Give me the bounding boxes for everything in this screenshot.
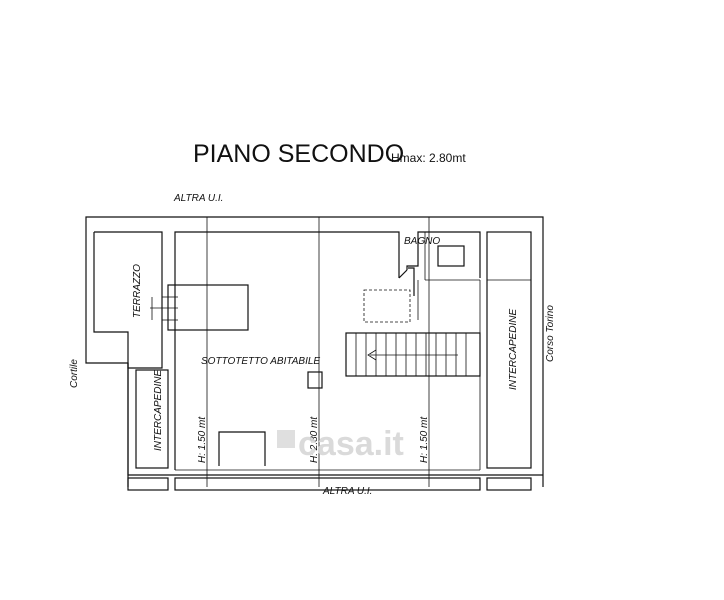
bottom-strip [174,477,481,491]
height-label-right: H: 1.50 mt [419,416,430,463]
label-cortile: Cortile [69,359,80,388]
terrazzo-area: TERRAZZO [93,231,178,369]
skylight-center [363,289,411,323]
height-section-lines [206,217,430,487]
label-bagno: BAGNO [404,236,440,247]
intercapedine-right: INTERCAPEDINE [486,231,532,491]
label-intercapedine-right: INTERCAPEDINE [508,309,519,390]
watermark-text: casa.it [298,425,404,463]
staircase [345,332,481,377]
label-terrazzo: TERRAZZO [132,264,143,318]
label-intercapedine-left: INTERCAPEDINE [153,370,164,451]
outer-walls [85,216,544,487]
label-altra-ui-top: ALTRA U.I. [173,193,223,204]
bagno-area: BAGNO [404,236,465,296]
intercapedine-left: INTERCAPEDINE [127,369,169,491]
label-sottotetto: SOTTOTETTO ABITABILE [201,356,320,367]
height-label-left: H: 1.50 mt [197,416,208,463]
bathtub [437,245,465,267]
plan-title: PIANO SECONDO [193,140,404,168]
height-label-center: H: 2.80 mt [309,416,320,463]
label-corso-torino: Corso Torino [545,305,556,362]
max-height-label: Hmax: 2.80mt [391,151,466,165]
watermark-logo: casa.it [277,425,404,463]
chimney [307,371,323,389]
label-altra-ui-bottom: ALTRA U.I. [322,486,372,497]
window-bottom-left [218,431,266,466]
skylight-left [167,284,249,331]
